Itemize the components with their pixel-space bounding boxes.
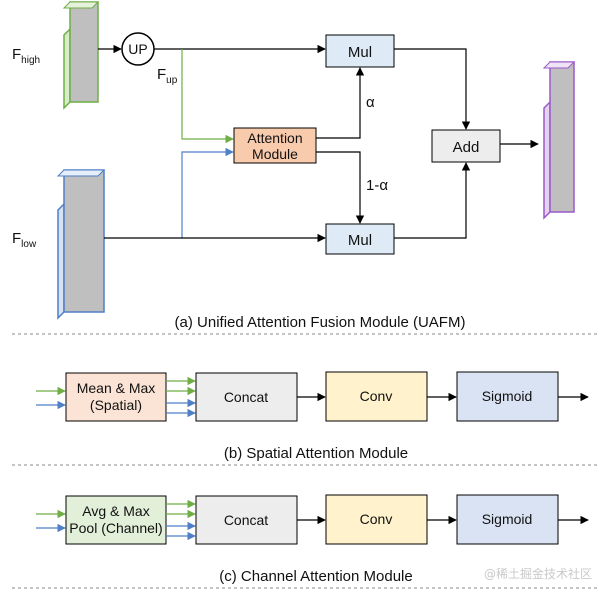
caption-c: (c) Channel Attention Module xyxy=(219,568,412,585)
edge-mul-bottom-to-add xyxy=(394,162,471,239)
edge-one-minus-alpha xyxy=(316,151,365,224)
channel-input-box xyxy=(65,495,167,545)
spatial-input-box xyxy=(65,372,167,422)
output-feature-map xyxy=(542,61,576,220)
spatial-conv-box xyxy=(325,371,428,422)
channel-concat-label: Concat xyxy=(224,512,268,528)
one-minus-alpha-label: 1-α xyxy=(366,177,388,194)
edge-flow-to-attention xyxy=(181,147,234,238)
channel-sigmoid-box xyxy=(456,494,559,545)
caption-a: (a) Unified Attention Fusion Module (UAF… xyxy=(175,314,466,331)
edge-alpha xyxy=(316,67,365,139)
mul-bottom-label: Mul xyxy=(348,232,372,249)
mul-top-label: Mul xyxy=(348,44,372,61)
f-low-feature-map xyxy=(56,169,106,320)
spatial-sigmoid-label: Sigmoid xyxy=(482,388,533,404)
mul-top-box xyxy=(325,34,395,68)
watermark: @稀土掘金技术社区 xyxy=(484,566,592,581)
f-up-label: Fup xyxy=(157,66,178,86)
spatial-input-label-line2: (Spatial) xyxy=(90,397,142,413)
spatial-concat-label: Concat xyxy=(224,389,268,405)
upsample-label: UP xyxy=(128,41,147,57)
f-high-feature-map xyxy=(62,1,100,110)
channel-sigmoid-label: Sigmoid xyxy=(482,511,533,527)
add-box xyxy=(431,129,501,163)
channel-concat-box xyxy=(195,495,298,545)
channel-conv-label: Conv xyxy=(360,511,393,527)
caption-b: (b) Spatial Attention Module xyxy=(224,445,408,462)
attention-module-box xyxy=(233,127,317,164)
attention-label-line1: Attention xyxy=(247,130,302,146)
f-low-label: Flow xyxy=(12,230,37,250)
f-high-label: Fhigh xyxy=(12,46,40,66)
edge-fup-to-attention xyxy=(181,49,234,144)
spatial-input-label-line1: Mean & Max xyxy=(77,380,156,396)
alpha-label: α xyxy=(366,94,375,111)
channel-conv-box xyxy=(325,494,428,545)
edge-mul-top-to-add xyxy=(394,48,471,130)
attention-label-line2: Module xyxy=(252,146,298,162)
channel-input-label-line2: Pool (Channel) xyxy=(69,520,162,536)
add-label: Add xyxy=(453,139,480,156)
channel-input-label-line1: Avg & Max xyxy=(82,503,149,519)
spatial-conv-label: Conv xyxy=(360,388,393,404)
mul-bottom-box xyxy=(325,223,395,255)
